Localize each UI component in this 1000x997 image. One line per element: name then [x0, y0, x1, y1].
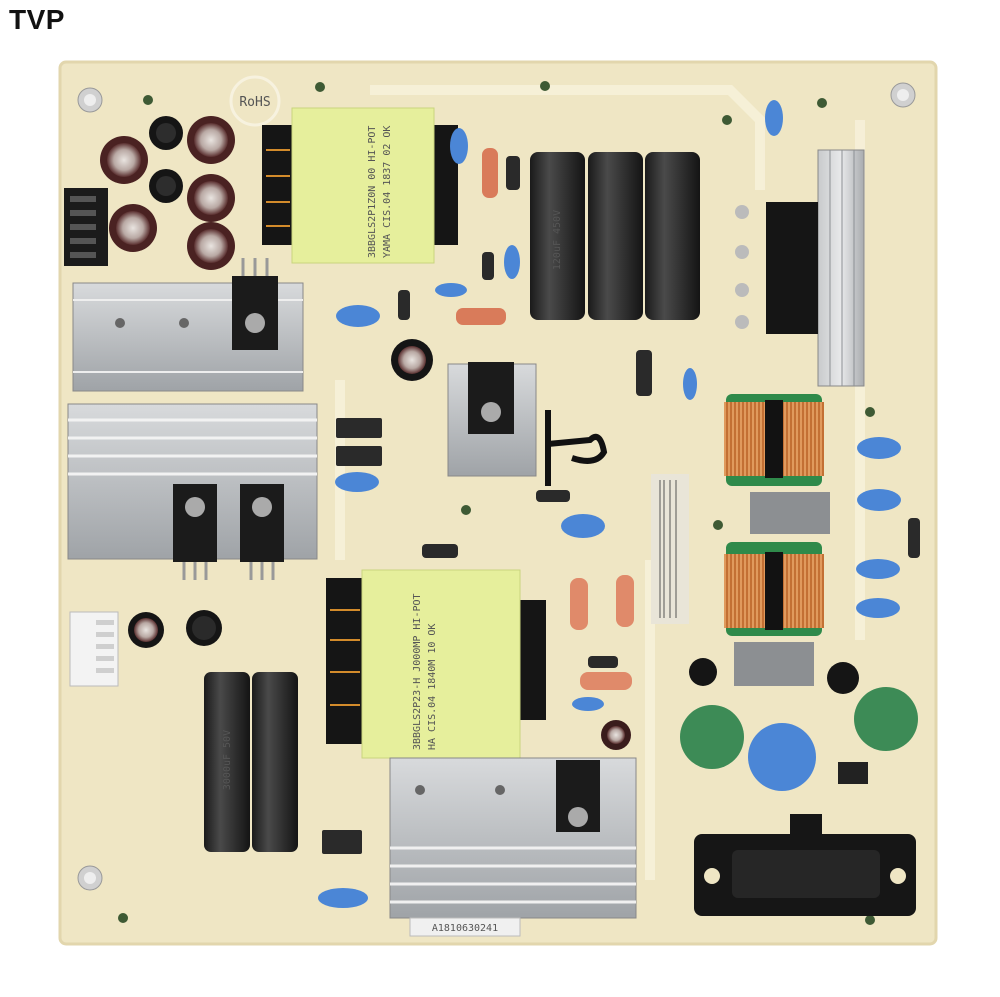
bulk-cap-label: 120uF 450V [552, 210, 563, 270]
rohs-mark: RoHS [239, 95, 270, 110]
brand-label: TVP [9, 4, 65, 35]
barcode-label: A1810630241 [432, 923, 498, 934]
choke-lower [724, 542, 824, 636]
heatsink-left-lower [67, 403, 318, 580]
heatsink-right [735, 149, 865, 387]
transformer-bottom-line-2: HA CIS.04 1840M 10 OK [427, 624, 438, 750]
diodes [322, 156, 920, 854]
mounting-holes [77, 82, 916, 891]
x-capacitor-2 [734, 642, 814, 686]
transformer-bottom-line-1: 3BBGLS2P23-H J000MP HI-POT [412, 593, 423, 750]
varistor-blue [748, 723, 816, 791]
small-capacitors [100, 116, 859, 750]
transformer-top: 3BBGLS2P1Z0N 00 HI-POT YAMA CIS.04 1837 … [262, 107, 458, 264]
connector-left-top [64, 188, 108, 266]
ac-inlet [694, 814, 916, 916]
ntc-left [680, 705, 744, 769]
bottom-cap-label: 3000uF 50V [222, 730, 233, 790]
transformer-top-line-2: YAMA CIS.04 1837 02 OK [382, 126, 393, 258]
resistors [456, 148, 634, 690]
heatsink-bottom-center [389, 757, 637, 919]
heatsink-left-upper [72, 258, 304, 392]
bulk-capacitors-bottom: 3000uF 50V [204, 672, 298, 852]
bulk-capacitors: 120uF 450V [530, 152, 700, 320]
connector-left-white [69, 611, 119, 687]
barcode-sticker-side [651, 474, 689, 624]
ntc-right [854, 687, 918, 751]
x-capacitor-1 [750, 492, 830, 534]
choke-upper [724, 394, 824, 486]
heatsink-center [447, 362, 537, 477]
transformer-top-line-1: 3BBGLS2P1Z0N 00 HI-POT [367, 126, 378, 258]
ceramic-capacitors [318, 100, 901, 908]
transformer-bottom: 3BBGLS2P23-H J000MP HI-POT HA CIS.04 184… [326, 569, 546, 759]
